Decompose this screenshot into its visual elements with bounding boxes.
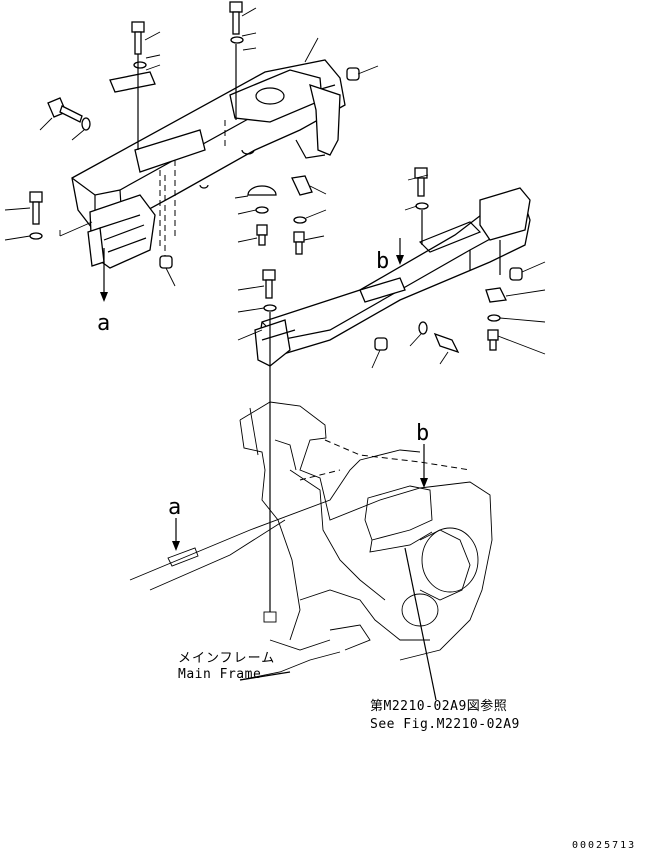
reference-leader: [404, 547, 437, 701]
right-frame-assembly: b: [254, 187, 531, 367]
reference-label-en: See Fig.M2210-02A9: [370, 717, 520, 732]
main-frame-leader: [239, 671, 291, 681]
left-fasteners: [29, 1, 360, 269]
figure-number: 00025713: [572, 840, 636, 850]
left-frame-assembly: [71, 59, 346, 269]
main-frame-label-en: Main Frame: [178, 667, 261, 682]
right-leaders: [237, 174, 546, 369]
left-leaders: [4, 7, 379, 287]
callout-label-a-lower: a: [168, 495, 181, 520]
main-frame: a b: [129, 401, 493, 681]
callout-a-upper: a: [97, 248, 110, 336]
reference-label-jp: 第M2210-02A9図参照: [370, 698, 507, 714]
right-fasteners: [262, 167, 523, 612]
main-frame-label-jp: メインフレーム: [178, 651, 275, 666]
callout-label-b-top: b: [376, 249, 389, 274]
callout-label-a-top: a: [97, 311, 110, 336]
callout-label-b-lower: b: [416, 421, 429, 446]
